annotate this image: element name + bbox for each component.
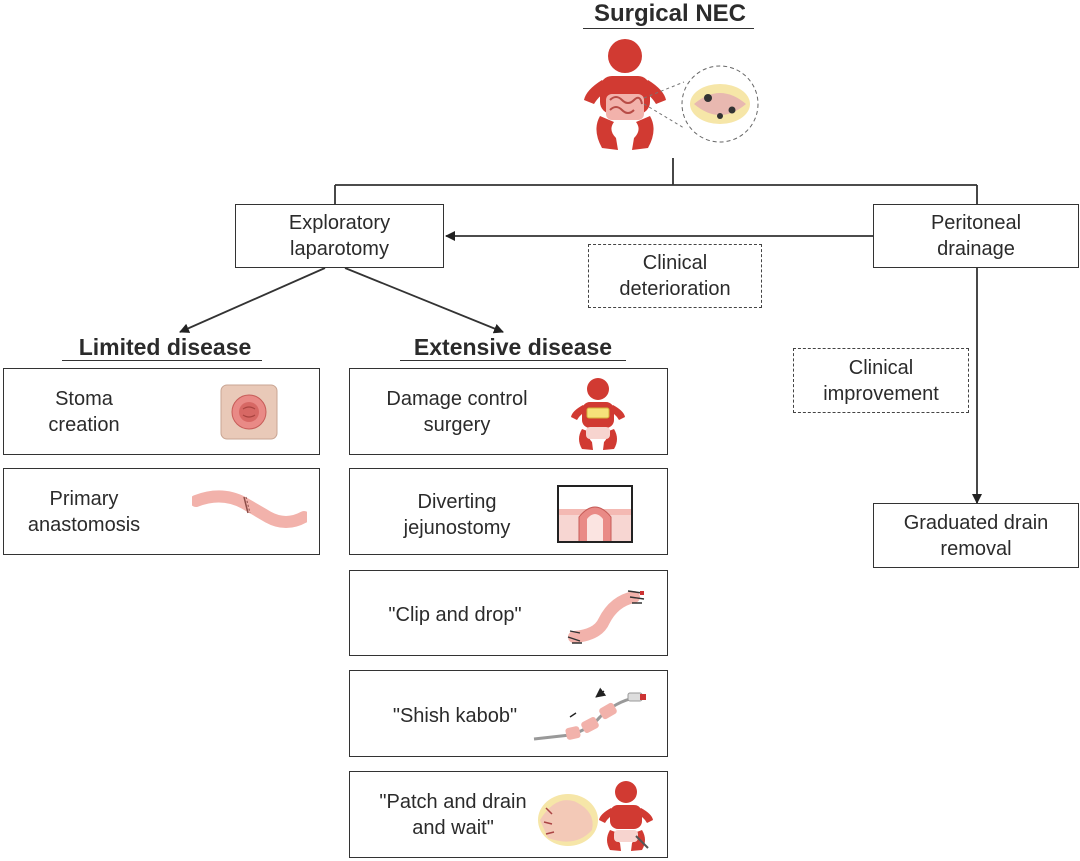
extensive-underline <box>400 360 626 361</box>
page-title: Surgical NEC <box>593 0 747 27</box>
clip-and-drop-label: "Clip and drop" <box>388 604 522 626</box>
graduated-drain-removal-label: Graduated drain removal <box>903 511 1049 560</box>
limited-disease-heading: Limited disease <box>78 334 252 360</box>
patch-drain-wait-label: "Patch and drain and wait" <box>379 791 527 839</box>
damage-control-surgery-card: Damage control surgery <box>349 368 668 455</box>
clinical-improvement-label: Clinical improvement <box>823 356 939 405</box>
infant-abdomen-icon <box>571 378 625 450</box>
peritoneal-drainage-node: Peritoneal drainage <box>873 204 1079 268</box>
peritoneal-drainage-label: Peritoneal drainage <box>930 212 1022 260</box>
clinical-deterioration-label: Clinical deterioration <box>619 252 731 300</box>
exploratory-laparotomy-node: Exploratory laparotomy <box>235 204 444 268</box>
graduated-drain-removal-node: Graduated drain removal <box>873 503 1079 568</box>
shish-kabob-label: "Shish kabob" <box>392 705 518 727</box>
clip-and-drop-card: "Clip and drop" <box>349 570 668 656</box>
shish-kabob-card: "Shish kabob" <box>349 670 668 757</box>
limited-underline <box>62 360 262 361</box>
stoma-creation-card: Stoma creation <box>3 368 320 455</box>
primary-anastomosis-label: Primary anastomosis <box>27 488 141 536</box>
damage-control-surgery-label: Damage control surgery <box>386 388 528 436</box>
bowel-on-catheter-icon <box>533 687 646 741</box>
jejunostomy-icon <box>557 485 633 543</box>
intestine-segment-icon <box>192 490 307 528</box>
patch-drain-wait-card: "Patch and drain and wait" <box>349 771 668 858</box>
stoma-creation-label: Stoma creation <box>48 388 120 436</box>
patch-drain-icon <box>538 781 653 851</box>
title-underline <box>583 28 754 29</box>
diverting-jejunostomy-card: Diverting jejunostomy <box>349 468 668 555</box>
extensive-disease-heading: Extensive disease <box>413 334 613 360</box>
diverting-jejunostomy-label: Diverting jejunostomy <box>403 491 511 539</box>
exploratory-laparotomy-label: Exploratory laparotomy <box>288 212 391 260</box>
arrow-to-limited <box>179 267 326 333</box>
clipped-bowel-icon <box>567 590 645 644</box>
arrow-to-extensive <box>344 267 504 334</box>
clinical-improvement-note: Clinical improvement <box>793 348 969 413</box>
primary-anastomosis-card: Primary anastomosis <box>3 468 320 555</box>
infant-intestine-icon <box>584 39 759 150</box>
clinical-deterioration-note: Clinical deterioration <box>588 244 762 308</box>
stoma-icon <box>220 384 278 440</box>
